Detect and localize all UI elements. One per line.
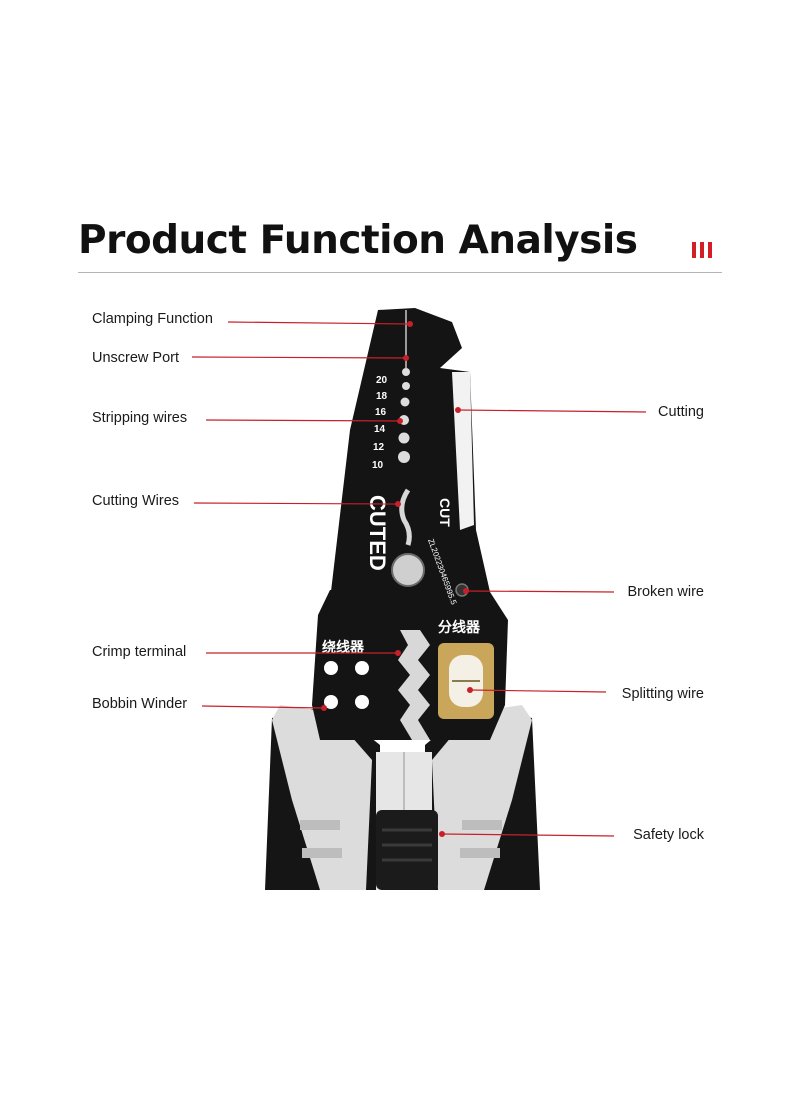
cut-marking: CUT	[437, 498, 453, 527]
callout-splitting-wire: Splitting wire	[621, 686, 704, 702]
winder-marking: 绕线器	[322, 639, 365, 655]
tool-handles	[265, 705, 540, 890]
callout-bobbin-winder: Bobbin Winder	[92, 696, 188, 712]
brand-bars-icon	[692, 242, 712, 258]
callout-lines	[191, 321, 647, 837]
gauge-20: 20	[376, 375, 388, 386]
gauge-14: 14	[374, 424, 386, 435]
splitter-marking: 分线器	[438, 619, 481, 635]
gauge-10: 10	[372, 460, 384, 471]
gauge-18: 18	[376, 391, 388, 402]
callout-cutting-wires: Cutting Wires	[92, 493, 180, 509]
gauge-12: 12	[373, 442, 385, 453]
page-title: Product Function Analysis	[78, 218, 638, 263]
callout-crimp-terminal: Crimp terminal	[92, 644, 187, 660]
title-divider	[78, 272, 722, 273]
callout-dots	[321, 321, 473, 837]
upper-jaw	[330, 308, 490, 600]
lower-jaw	[312, 590, 508, 740]
callout-unscrew-port: Unscrew Port	[92, 350, 180, 366]
callout-cutting: Cutting	[658, 404, 704, 420]
tool-markings: 20 18 16 14 12 10 CUT CUTED ZL2022304659…	[322, 375, 481, 655]
brand-logo: CUTED	[365, 495, 390, 571]
safety-lock-slider	[376, 810, 438, 890]
callout-safety-lock: Safety lock	[633, 827, 704, 843]
gauge-16: 16	[375, 407, 387, 418]
callout-stripping-wires: Stripping wires	[92, 410, 188, 426]
callout-broken-wire: Broken wire	[627, 584, 704, 600]
callout-clamping-function: Clamping Function	[92, 311, 213, 327]
